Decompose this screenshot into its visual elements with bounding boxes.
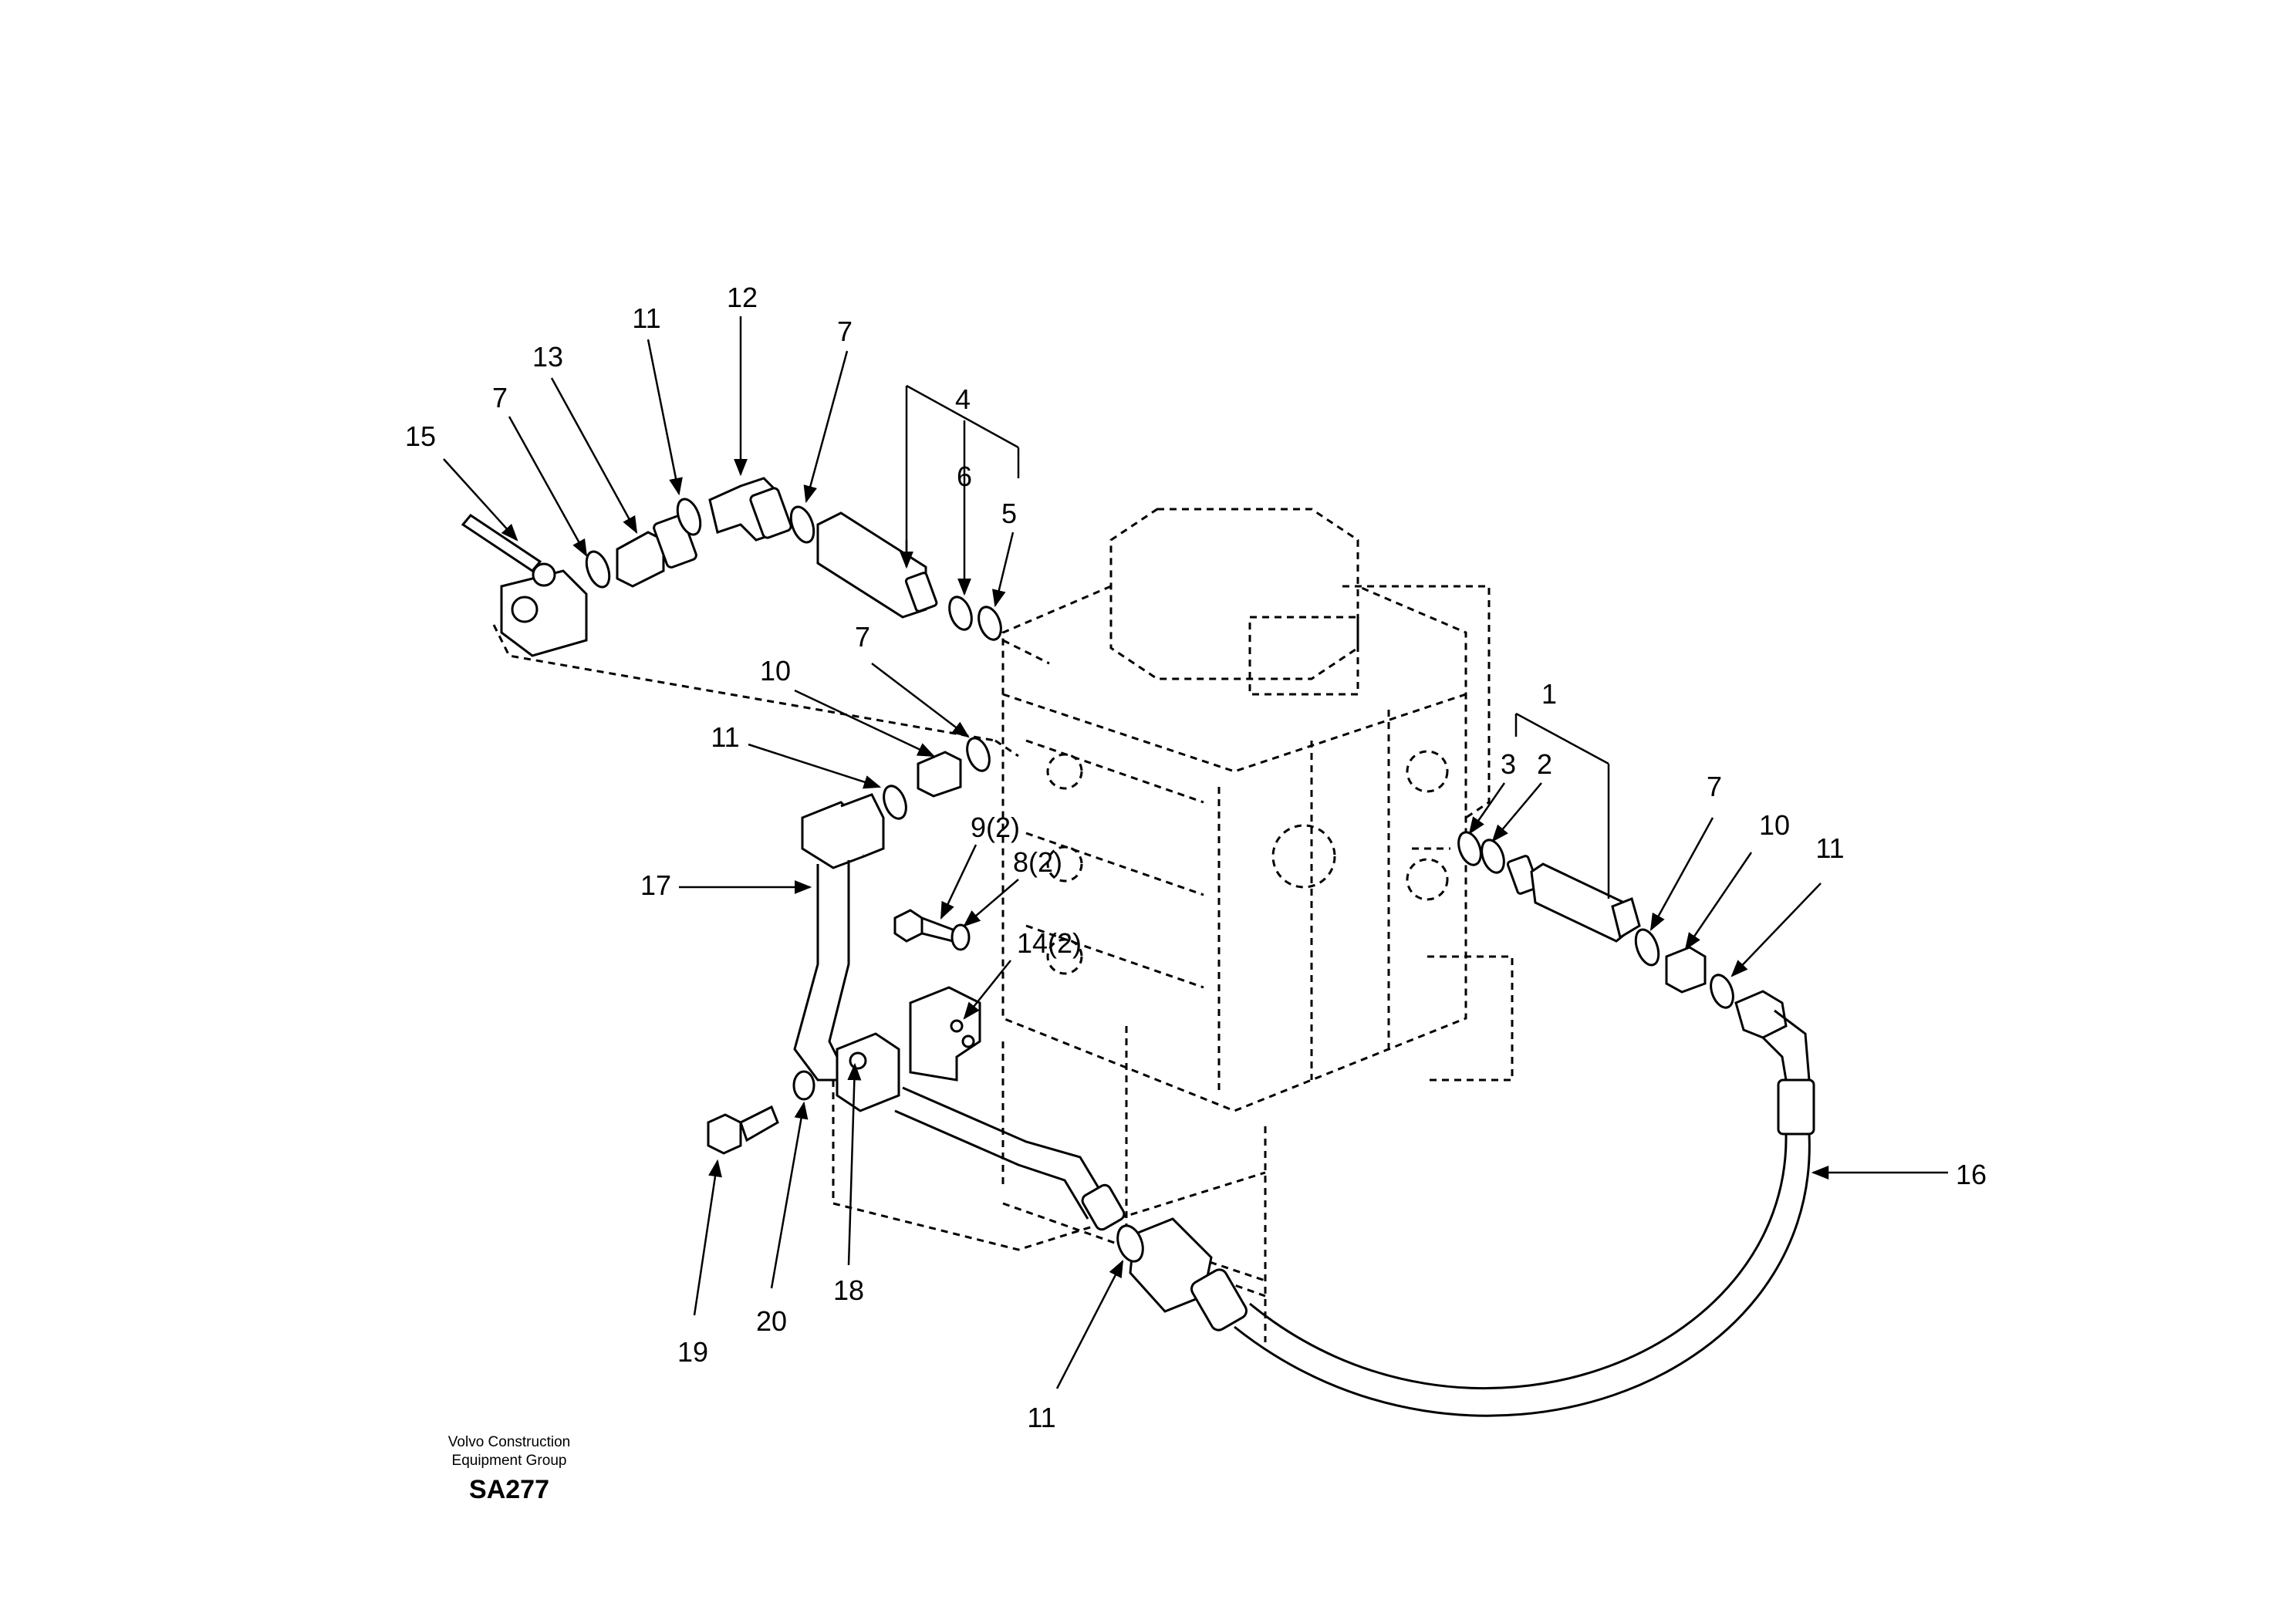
callout-11: 11 xyxy=(711,721,739,753)
o-ring-11-d xyxy=(1116,1224,1144,1263)
elbow-12 xyxy=(708,477,792,542)
hidden-reference-line xyxy=(492,624,1019,758)
callout-9-2: 9(2) xyxy=(971,812,1020,843)
callout-2: 2 xyxy=(1537,748,1552,780)
callout-11: 11 xyxy=(1815,832,1844,864)
callout-19: 19 xyxy=(677,1336,708,1368)
callout-12: 12 xyxy=(727,282,758,313)
o-ring-7-d xyxy=(1634,928,1660,967)
o-ring-7-b xyxy=(789,505,815,544)
bolt-9 xyxy=(893,909,954,943)
callout-13: 13 xyxy=(532,341,563,373)
bolt-19 xyxy=(707,1105,779,1155)
group-bracket-1 xyxy=(1514,712,1610,899)
callout-7: 7 xyxy=(492,382,508,413)
callout-15: 15 xyxy=(405,420,436,452)
bracket-14 xyxy=(909,986,981,1082)
callout-7: 7 xyxy=(1707,771,1722,802)
hidden-reference-line xyxy=(1002,639,1050,665)
o-ring-2 xyxy=(1481,839,1505,874)
callout-7: 7 xyxy=(855,621,870,653)
callout-10: 10 xyxy=(760,655,791,687)
company-line-2: Equipment Group xyxy=(451,1453,567,1469)
extension-1 xyxy=(1506,855,1641,943)
o-ring-7-a xyxy=(585,550,611,589)
adapter-10-b xyxy=(1665,946,1707,994)
callout-14-2: 14(2) xyxy=(1017,927,1082,959)
o-ring-11-b xyxy=(883,785,907,820)
callout-1: 1 xyxy=(1541,678,1557,710)
hose-16 xyxy=(1129,990,1815,1417)
o-ring-3 xyxy=(1457,831,1482,866)
clamp-18 xyxy=(836,1032,900,1112)
company-name: Volvo Construction Equipment Group xyxy=(386,1433,633,1470)
o-ring-11-c xyxy=(1710,974,1734,1009)
document-id: SA277 xyxy=(469,1475,549,1504)
callout-5: 5 xyxy=(1001,498,1017,529)
adapter-13 xyxy=(616,515,697,588)
callout-11: 11 xyxy=(632,302,660,334)
callout-7: 7 xyxy=(837,316,853,347)
o-ring-11-a xyxy=(676,498,702,536)
callout-17: 17 xyxy=(640,869,671,901)
o-ring-5 xyxy=(977,606,1002,641)
company-line-1: Volvo Construction xyxy=(447,1434,571,1450)
callout-4: 4 xyxy=(955,383,971,415)
callout-3: 3 xyxy=(1501,748,1516,780)
callout-11: 11 xyxy=(1027,1402,1055,1433)
callout-20: 20 xyxy=(756,1305,787,1337)
washer-8 xyxy=(950,923,971,951)
callout-6: 6 xyxy=(957,461,972,492)
group-bracket-4 xyxy=(905,384,1020,567)
callout-18: 18 xyxy=(833,1274,864,1306)
extension-4 xyxy=(816,511,938,619)
o-ring-7-c xyxy=(966,737,991,772)
callout-10: 10 xyxy=(1759,809,1790,841)
leader-lines xyxy=(443,316,1948,1389)
o-ring-6 xyxy=(948,596,973,631)
adapter-10-a xyxy=(917,751,962,798)
callout-8-2: 8(2) xyxy=(1013,846,1062,878)
callout-16: 16 xyxy=(1956,1159,1987,1190)
ball-valve-15 xyxy=(461,514,588,657)
washer-20 xyxy=(792,1070,815,1101)
